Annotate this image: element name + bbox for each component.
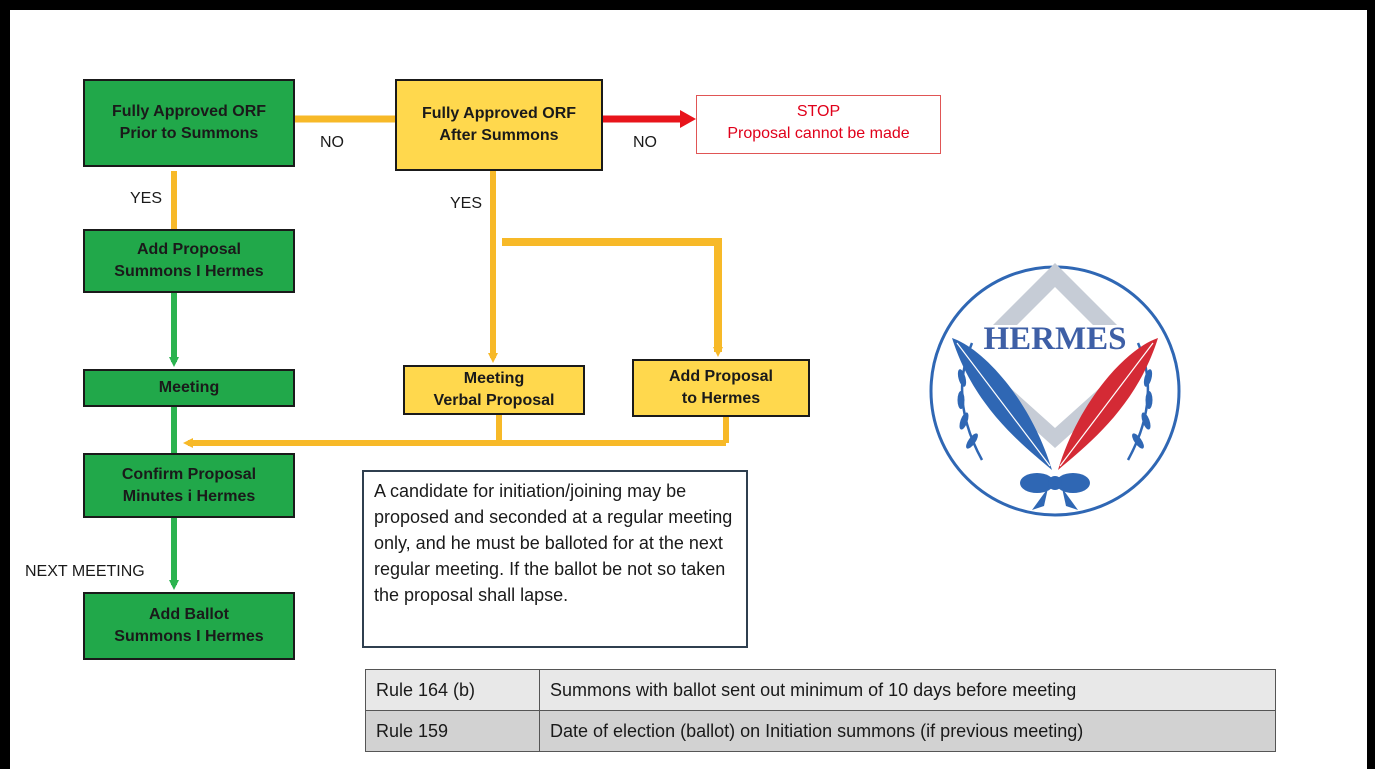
- stop-text: Proposal cannot be made: [727, 125, 910, 142]
- table-row: Rule 164 (b) Summons with ballot sent ou…: [365, 669, 1276, 711]
- edge-label-no-2: NO: [633, 134, 657, 151]
- edge-label-no-1: NO: [320, 134, 344, 151]
- rule-description: Date of election (ballot) on Initiation …: [539, 710, 1276, 752]
- logo-text: HERMES: [983, 321, 1126, 357]
- node-stop: STOP Proposal cannot be made: [696, 95, 941, 154]
- flow-connectors: [169, 110, 729, 590]
- connector-branch-to-hermes: [502, 238, 723, 357]
- rule-number: Rule 164 (b): [365, 669, 540, 711]
- hermes-logo: HERMES: [929, 263, 1181, 517]
- rule-note: A candidate for initiation/joining may b…: [362, 470, 748, 648]
- edge-label-yes-1: YES: [130, 190, 163, 207]
- edge-label-yes-2: YES: [450, 195, 483, 212]
- red-arrowhead: [680, 110, 696, 128]
- stop-title: STOP: [796, 103, 841, 120]
- node-meeting: Meeting: [83, 369, 295, 407]
- edge-label-next-meeting: NEXT MEETING: [25, 563, 145, 580]
- rules-table: Rule 164 (b) Summons with ballot sent ou…: [365, 669, 1276, 752]
- rule-number: Rule 159: [365, 710, 540, 752]
- table-row: Rule 159 Date of election (ballot) on In…: [365, 710, 1276, 752]
- rule-description: Summons with ballot sent out minimum of …: [539, 669, 1276, 711]
